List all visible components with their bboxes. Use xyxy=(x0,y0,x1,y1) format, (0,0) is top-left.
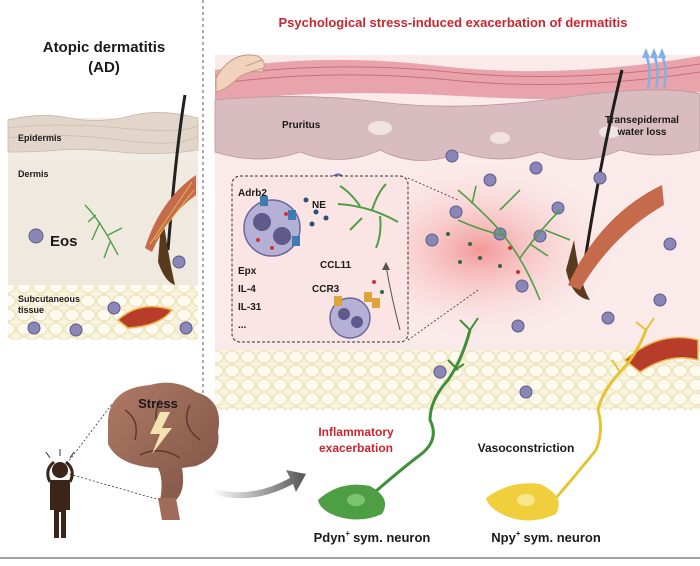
label-vasoconstriction: Vasoconstriction xyxy=(478,441,575,455)
label-ccr3: CCR3 xyxy=(312,284,340,295)
label-eos: Eos xyxy=(50,233,78,250)
left-eosinophils xyxy=(27,228,193,337)
inset-box xyxy=(231,175,409,343)
label-subcutaneous-1: Subcutaneous xyxy=(18,294,80,304)
label-npy-neuron: Npy+sym. neuron xyxy=(491,529,601,545)
zoom-line-brain-bottom xyxy=(61,471,161,501)
zoom-line-top xyxy=(407,177,459,201)
label-pruritus: Pruritus xyxy=(282,120,321,131)
pdyn-suffix: sym. neuron xyxy=(353,530,430,545)
label-il31: IL-31 xyxy=(238,302,262,313)
npy-neuron xyxy=(486,317,655,521)
right-panel-title: Psychological stress-induced exacerbatio… xyxy=(279,15,628,30)
tissue-nerve-branch xyxy=(446,185,571,301)
left-title-line1: Atopic dermatitis xyxy=(43,39,166,56)
label-inflammatory-2: exacerbation xyxy=(319,441,393,455)
label-ne: NE xyxy=(312,200,326,211)
stressed-person-icon xyxy=(45,449,75,538)
right-eosinophils xyxy=(331,149,677,399)
label-twl-1: Transepidermal xyxy=(605,115,679,126)
label-epx: Epx xyxy=(238,266,257,277)
label-adrb2: Adrb2 xyxy=(238,188,267,199)
npy-name: Npy xyxy=(491,530,516,545)
right-skin-section xyxy=(214,48,700,410)
pdyn-neuron xyxy=(318,317,479,520)
label-il4: IL-4 xyxy=(238,284,256,295)
label-stress: Stress xyxy=(138,396,178,411)
label-subcutaneous-2: tissue xyxy=(18,305,44,315)
pdyn-plus: + xyxy=(345,529,350,538)
left-skin-section xyxy=(7,94,199,340)
pdyn-name: Pdyn xyxy=(314,530,346,545)
label-ellipsis: ... xyxy=(238,320,247,331)
left-title-line2: (AD) xyxy=(88,59,120,76)
label-twl-2: water loss xyxy=(617,127,667,138)
zoom-line-brain-top xyxy=(61,403,113,471)
label-pdyn-neuron: Pdyn+sym. neuron xyxy=(314,529,431,545)
label-epidermis: Epidermis xyxy=(18,133,62,143)
stress-arrow-icon xyxy=(212,470,306,499)
brain-icon xyxy=(108,382,220,520)
npy-suffix: sym. neuron xyxy=(523,530,600,545)
npy-plus: + xyxy=(516,529,521,538)
label-ccl11: CCL11 xyxy=(320,260,352,271)
scratching-hand-icon xyxy=(215,54,265,93)
label-inflammatory-1: Inflammatory xyxy=(318,425,394,439)
label-dermis: Dermis xyxy=(18,169,49,179)
